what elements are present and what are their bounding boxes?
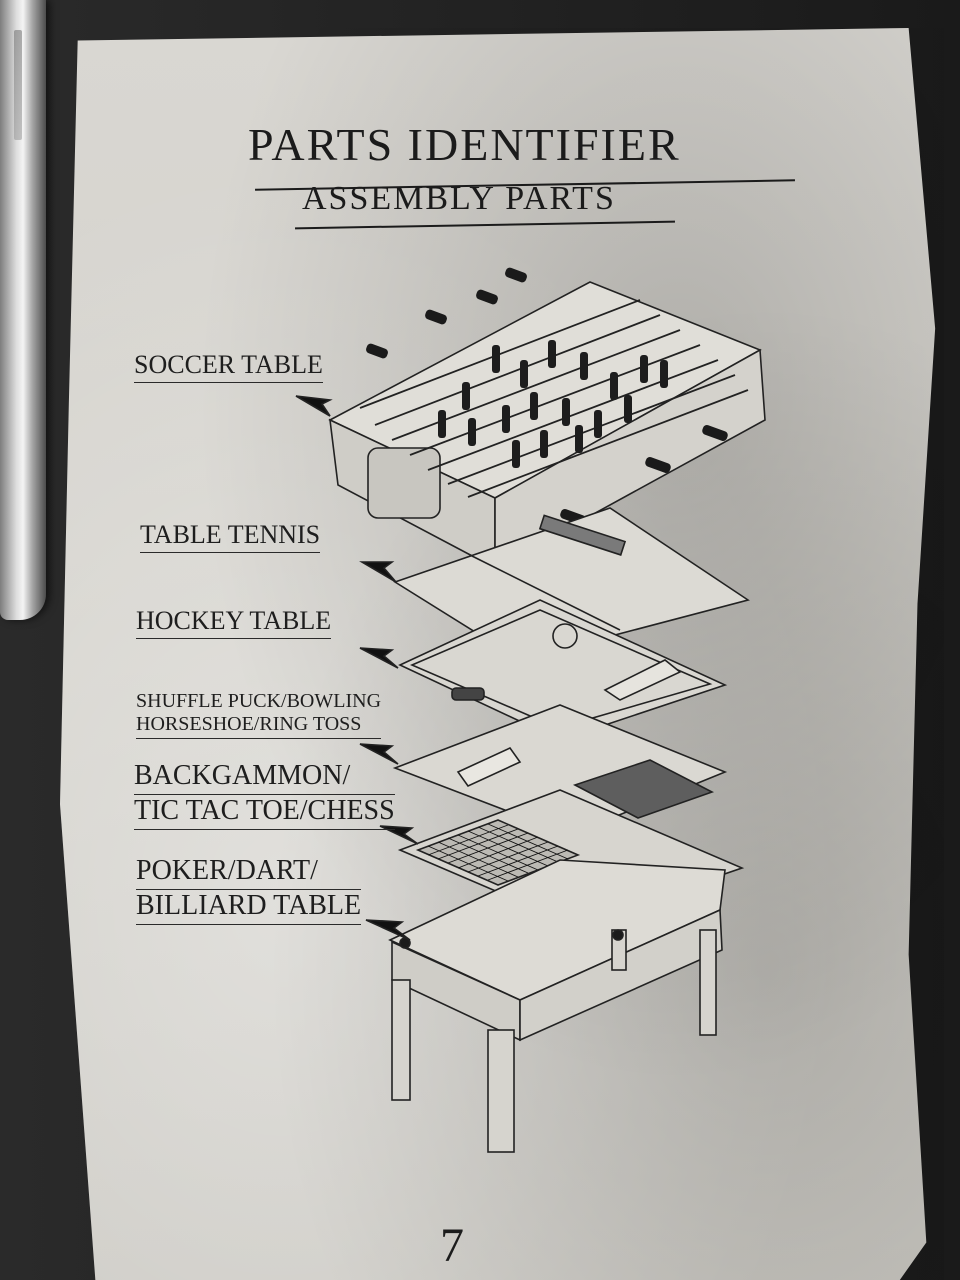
- label-backgammon-underline-1: [134, 794, 395, 796]
- arrow-hockey: [359, 647, 399, 669]
- label-tennis-underline: [140, 551, 321, 553]
- label-shuffle-line2: HORSESHOE/RING TOSS: [136, 713, 362, 735]
- arrow-backgammon: [379, 825, 419, 845]
- label-hockey-table: HOCKEY TABLE: [136, 606, 332, 639]
- arrow-billiard: [365, 919, 411, 941]
- label-poker-line2: BILLIARD TABLE: [136, 890, 362, 922]
- chess-board: [415, 819, 581, 886]
- billiard-table-drawing: [388, 859, 726, 1153]
- label-backgammon: BACKGAMMON/ TIC TAC TOE/CHESS: [134, 760, 395, 831]
- arrow-soccer: [295, 395, 333, 417]
- arrow-shuffle: [359, 743, 399, 765]
- label-soccer-text: SOCCER TABLE: [134, 350, 323, 379]
- utensil-engraving: [14, 30, 22, 140]
- label-poker-line1: POKER/DART/: [136, 855, 318, 886]
- label-poker-dart-billiard: POKER/DART/ BILLIARD TABLE: [136, 855, 362, 926]
- table-tennis-drawing: [393, 507, 750, 661]
- page-subtitle: ASSEMBLY PARTS: [302, 180, 616, 217]
- hockey-table-drawing: [398, 599, 728, 741]
- metal-utensil: [0, 0, 46, 620]
- label-soccer-underline: [134, 381, 323, 383]
- label-backgammon-line1: BACKGAMMON/: [134, 760, 351, 791]
- label-shuffle-puck: SHUFFLE PUCK/BOWLING HORSESHOE/RING TOSS: [136, 690, 382, 739]
- label-tennis-text: TABLE TENNIS: [140, 520, 321, 549]
- label-poker-underline-1: [136, 889, 362, 891]
- label-backgammon-underline-2: [134, 829, 395, 831]
- arrow-tennis: [359, 561, 397, 583]
- label-poker-underline-2: [136, 924, 362, 926]
- page-number: 7: [440, 1219, 464, 1272]
- soccer-players: [438, 340, 668, 468]
- label-table-tennis: TABLE TENNIS: [140, 520, 321, 553]
- label-soccer-table: SOCCER TABLE: [134, 350, 323, 383]
- label-hockey-text: HOCKEY TABLE: [136, 606, 332, 635]
- label-shuffle-underline: [136, 738, 382, 739]
- leader-arrows: [295, 395, 419, 941]
- soccer-table-drawing: [328, 267, 766, 570]
- backgammon-board: [572, 759, 715, 819]
- label-hockey-underline: [136, 637, 332, 639]
- label-backgammon-line2: TIC TAC TOE/CHESS: [134, 795, 395, 827]
- label-shuffle-line1: SHUFFLE PUCK/BOWLING: [136, 690, 382, 712]
- page-title: PARTS IDENTIFIER: [248, 119, 681, 170]
